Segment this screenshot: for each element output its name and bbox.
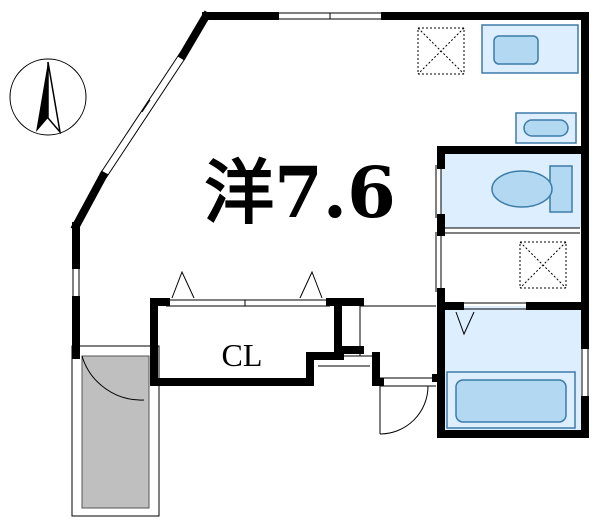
entry-door bbox=[379, 385, 429, 435]
interior-walls bbox=[72, 146, 584, 438]
ceiling-hatch-2 bbox=[519, 241, 567, 289]
bathroom-window bbox=[581, 345, 589, 400]
kitchen-sink-basin bbox=[493, 35, 539, 65]
ceiling-hatch-1 bbox=[417, 27, 465, 75]
partition-lines bbox=[318, 165, 580, 387]
closet-label: CL bbox=[222, 337, 263, 373]
balcony-door-swing bbox=[81, 355, 145, 401]
main-room-label: 洋7.6 bbox=[204, 151, 396, 234]
bathroom-door-marker bbox=[455, 311, 475, 336]
north-arrow-icon bbox=[9, 58, 87, 136]
bathtub-basin bbox=[455, 379, 567, 423]
exterior-walls bbox=[70, 10, 589, 438]
closet-doors bbox=[166, 270, 330, 307]
toilet bbox=[491, 165, 573, 213]
north-window bbox=[275, 12, 385, 20]
balcony-floor bbox=[81, 355, 150, 509]
diagonal-window bbox=[99, 52, 187, 179]
washbasin-bowl bbox=[523, 119, 569, 137]
west-window bbox=[72, 265, 80, 300]
